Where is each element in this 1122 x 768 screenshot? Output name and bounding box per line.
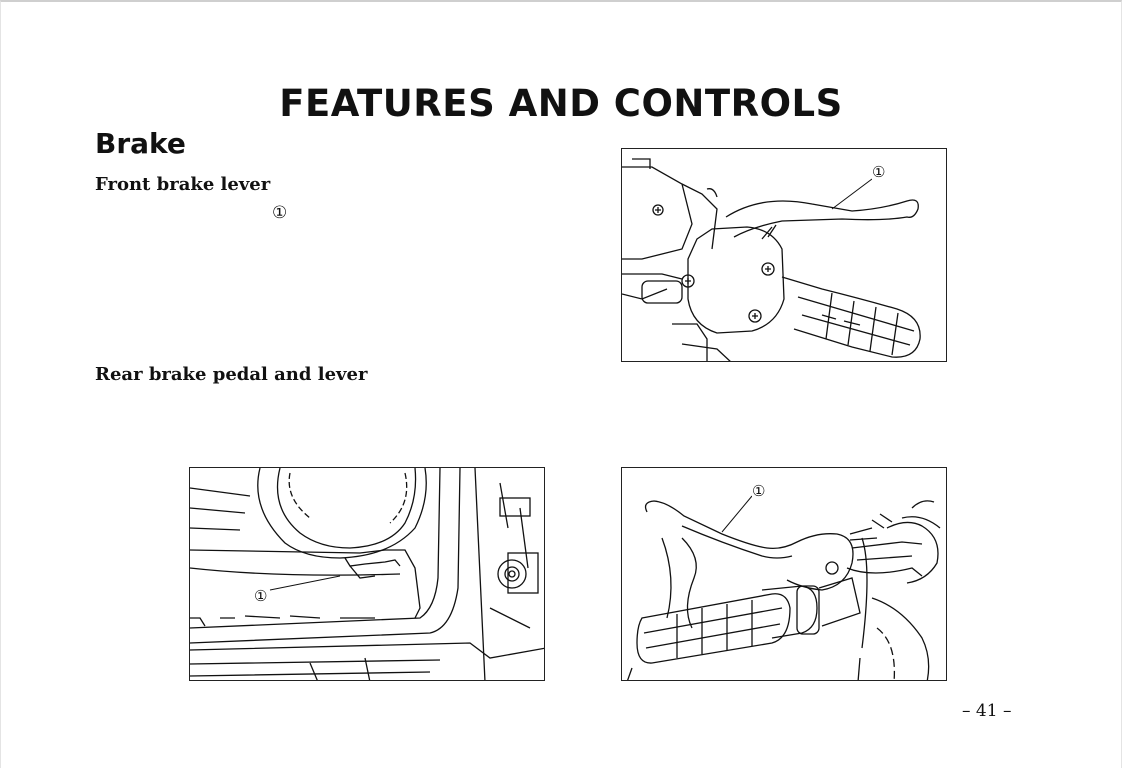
rear-brake-lever-figure: ① (621, 467, 947, 681)
front-brake-callout: ① (272, 203, 288, 223)
front-lever-callout: ① (872, 163, 886, 181)
rear-pedal-callout: ① (254, 587, 268, 605)
rear-lever-callout: ① (752, 482, 766, 500)
page-title: FEATURES AND CONTROLS (279, 82, 843, 125)
front-brake-lever-figure: ① (621, 148, 947, 362)
page-number: – 41 – (962, 701, 1012, 721)
section-title: Brake (95, 127, 186, 160)
front-brake-heading: Front brake lever (95, 174, 271, 195)
rear-brake-heading: Rear brake pedal and lever (95, 364, 368, 385)
rear-brake-pedal-figure: ① (189, 467, 545, 681)
